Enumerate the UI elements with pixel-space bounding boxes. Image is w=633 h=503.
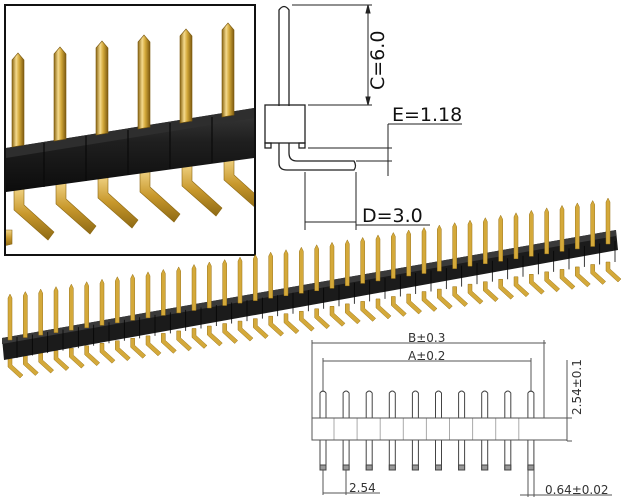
- dim-label-e: E=1.18: [392, 104, 462, 126]
- inset-frame: [4, 4, 256, 256]
- strip-upright-pins: [7, 197, 611, 341]
- dim-label-a: A±0.2: [408, 349, 445, 363]
- side-pin-bent: [278, 143, 357, 171]
- side-housing: [264, 104, 306, 144]
- closeup-upright-pins: [11, 22, 235, 148]
- front-pins: [319, 390, 535, 471]
- dim-label-b: B±0.3: [408, 331, 445, 345]
- front-housing: [311, 417, 568, 441]
- strip-housing: [2, 230, 618, 360]
- dim-label-pin-width: 0.64±0.02: [545, 483, 609, 497]
- dim-label-c: C=6.0: [367, 31, 389, 90]
- closeup-bent-legs: [6, 157, 254, 246]
- dim-label-pitch: 2.54: [349, 481, 376, 495]
- dim-label-d: D=3.0: [362, 205, 423, 227]
- side-pin-upright: [278, 5, 290, 106]
- dim-label-height: 2.54±0.1: [570, 359, 584, 415]
- strip-bent-legs: [7, 261, 622, 379]
